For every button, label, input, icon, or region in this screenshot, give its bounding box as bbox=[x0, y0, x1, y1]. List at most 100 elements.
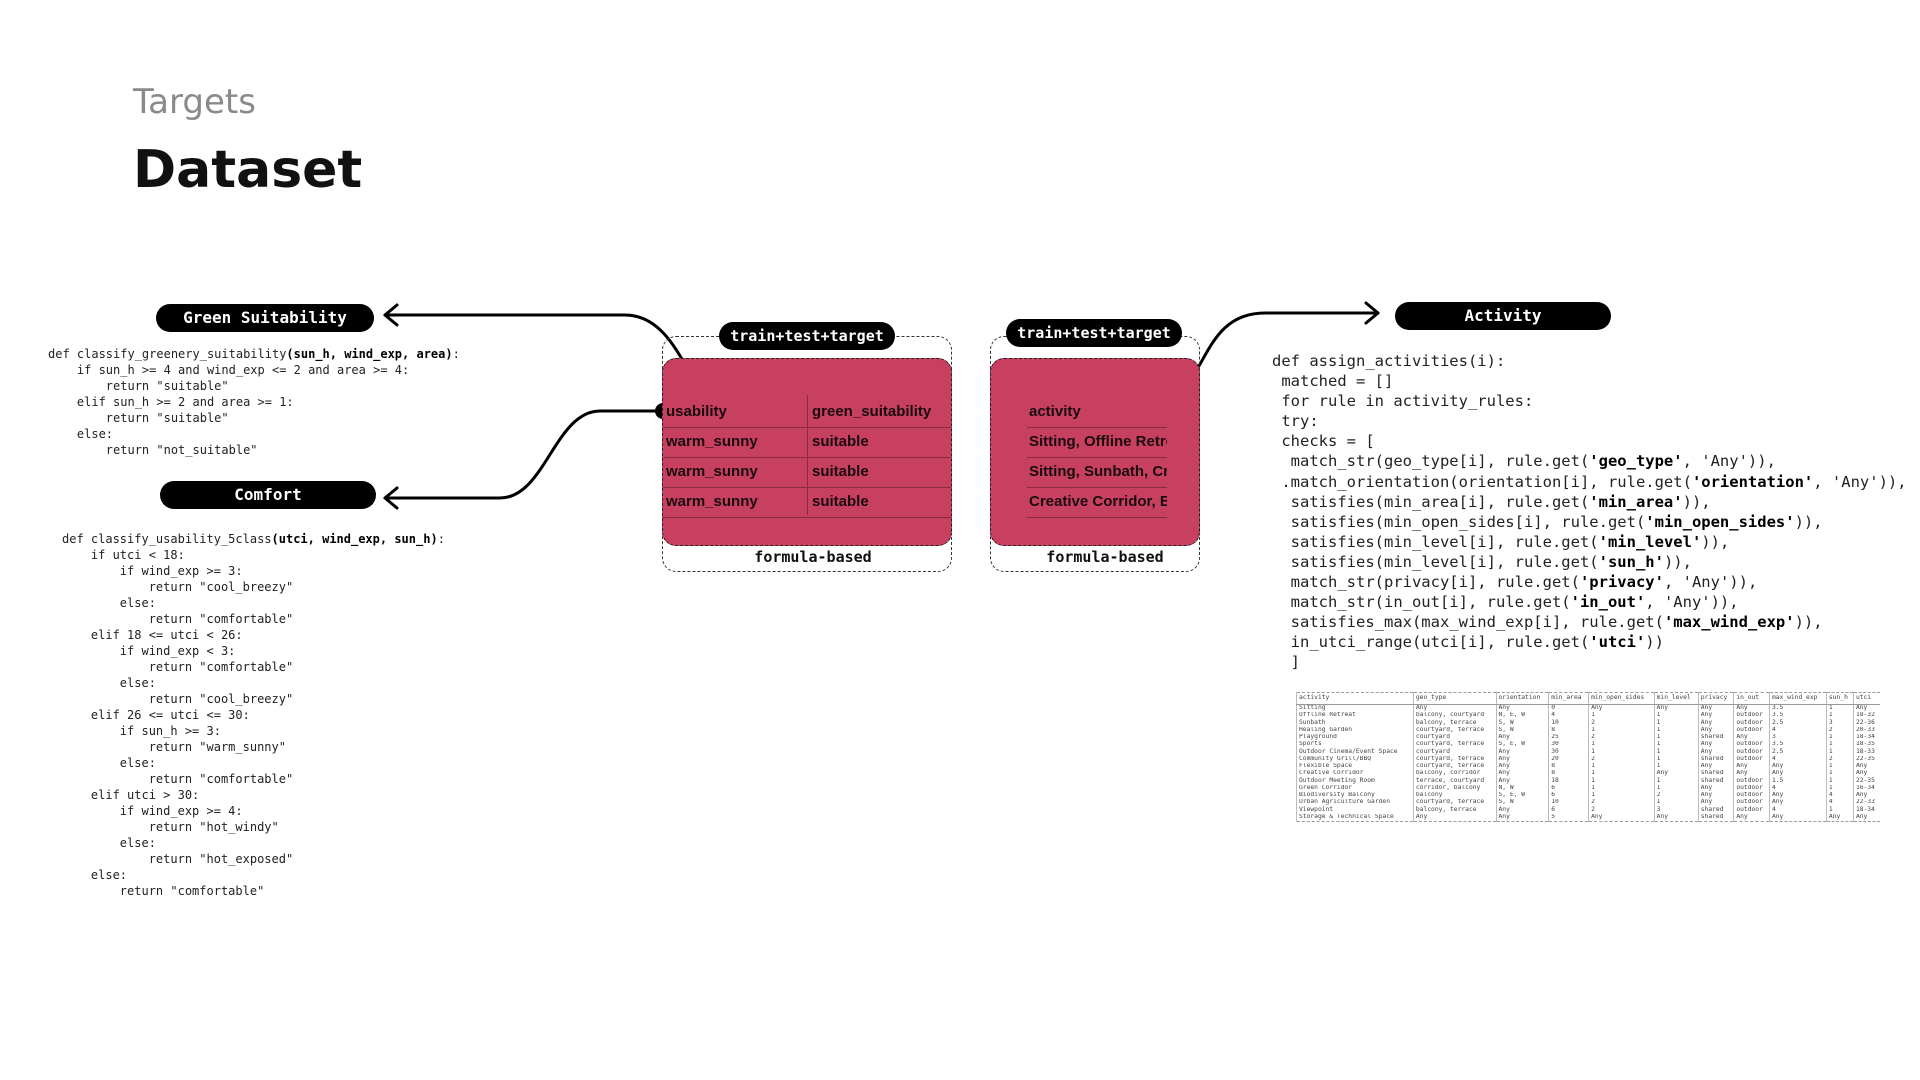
rules-cell: Any bbox=[1697, 704, 1734, 713]
rules-cell: 6 bbox=[1548, 806, 1589, 814]
rules-cell: 16-34 bbox=[1852, 784, 1880, 792]
code-line: return "cool_breezy" bbox=[62, 580, 294, 594]
rules-cell: Any bbox=[1733, 770, 1770, 778]
rules-cell: 5 bbox=[1548, 813, 1589, 822]
rules-header-cell: privacy bbox=[1697, 692, 1734, 705]
code-line: satisfies_max(max_wind_exp[i], rule.get(… bbox=[1272, 613, 1823, 632]
code-line: return "suitable" bbox=[48, 379, 229, 393]
rules-cell: S, W bbox=[1495, 726, 1549, 734]
rules-cell: outdoor bbox=[1733, 726, 1770, 734]
rules-cell: Any bbox=[1697, 741, 1734, 749]
rules-cell: 1 bbox=[1653, 762, 1699, 771]
rules-cell: S, W bbox=[1495, 799, 1549, 807]
rules-cell: courtyard, terrace bbox=[1412, 799, 1497, 807]
rules-cell: 1 bbox=[1588, 770, 1655, 778]
table-row: warm_sunny suitable bbox=[663, 457, 951, 487]
rules-cell: 8 bbox=[1548, 726, 1589, 734]
rules-cell: Any bbox=[1495, 733, 1549, 742]
rules-cell: S, W bbox=[1495, 719, 1549, 727]
rules-cell: shared bbox=[1697, 733, 1734, 742]
rules-cell: 2 bbox=[1653, 791, 1699, 800]
rules-cell: Outdoor Meeting Room bbox=[1296, 777, 1414, 785]
code-line: elif sun_h >= 2 and area >= 1: bbox=[48, 395, 294, 409]
arrowhead-activity bbox=[1364, 301, 1380, 325]
rules-cell: 10 bbox=[1548, 799, 1589, 807]
rules-cell: Any bbox=[1733, 733, 1770, 742]
rules-cell: shared bbox=[1697, 777, 1734, 785]
rules-cell: Any bbox=[1852, 791, 1880, 800]
rules-cell: Any bbox=[1733, 813, 1770, 822]
table1-divider bbox=[663, 427, 951, 428]
code-line: .match_orientation(orientation[i], rule.… bbox=[1272, 472, 1907, 491]
table2-divider bbox=[1027, 487, 1167, 488]
rules-cell: 1 bbox=[1588, 726, 1655, 734]
rules-cell: Any bbox=[1697, 712, 1734, 720]
rules-cell: 1 bbox=[1825, 806, 1854, 814]
rules-cell: Any bbox=[1653, 704, 1699, 713]
rules-cell: Any bbox=[1768, 791, 1827, 800]
code-line: return "hot_windy" bbox=[62, 820, 279, 834]
rules-cell: 20-33 bbox=[1852, 726, 1880, 734]
rules-cell: 4 bbox=[1768, 806, 1827, 814]
rules-cell: Any bbox=[1697, 748, 1734, 756]
code-line: def assign_activities(i): bbox=[1272, 352, 1506, 370]
rules-cell: Any bbox=[1495, 770, 1549, 778]
rules-cell: Any bbox=[1852, 770, 1880, 778]
rules-cell: Any bbox=[1768, 799, 1827, 807]
rules-cell: Any bbox=[1653, 770, 1699, 778]
formula-based-label-2: formula-based bbox=[1032, 548, 1178, 566]
rules-cell: 30 bbox=[1548, 741, 1589, 749]
rules-cell: courtyard bbox=[1412, 748, 1497, 756]
rules-cell: Community Grill/BBQ bbox=[1296, 755, 1414, 763]
rules-cell: 1 bbox=[1825, 733, 1854, 742]
rules-cell: Any bbox=[1697, 726, 1734, 734]
code-line: if sun_h >= 4 and wind_exp <= 2 and area… bbox=[48, 363, 410, 377]
rules-cell: balcony, corridor bbox=[1412, 770, 1497, 778]
rules-cell: Storage & Technical Space bbox=[1296, 813, 1414, 822]
rules-cell: outdoor bbox=[1733, 791, 1770, 800]
rules-cell: Any bbox=[1852, 704, 1880, 713]
rules-cell: 3.5 bbox=[1768, 741, 1827, 749]
rules-cell: 1 bbox=[1588, 762, 1655, 771]
rules-cell: courtyard bbox=[1412, 733, 1497, 742]
code-line: return "comfortable" bbox=[62, 884, 265, 898]
code-line: else: bbox=[62, 868, 128, 882]
rules-cell: 1 bbox=[1653, 712, 1699, 720]
rules-cell: 0 bbox=[1548, 704, 1589, 713]
rules-cell: shared bbox=[1697, 770, 1734, 778]
table1-divider bbox=[663, 517, 951, 518]
table1-header-usability: usability bbox=[666, 403, 727, 420]
code-line: def classify_usability_5class(utci, wind… bbox=[62, 532, 445, 546]
table1-divider bbox=[663, 487, 951, 488]
rules-cell: Healing Garden bbox=[1296, 726, 1414, 734]
table-row: warm_sunny suitable bbox=[663, 487, 951, 517]
rules-cell: terrace, courtyard bbox=[1412, 777, 1497, 785]
rules-cell: 1 bbox=[1653, 733, 1699, 742]
code-line: match_str(geo_type[i], rule.get('geo_typ… bbox=[1272, 452, 1776, 471]
rules-cell: 18-35 bbox=[1852, 741, 1880, 749]
code-line: else: bbox=[62, 836, 156, 850]
rules-cell: 22-33 bbox=[1852, 799, 1880, 807]
rules-cell: courtyard, terrace bbox=[1412, 741, 1497, 749]
rules-cell: Any bbox=[1852, 813, 1880, 822]
code-line: return "warm_sunny" bbox=[62, 740, 286, 754]
table-row: Sitting, Offline Retre bbox=[991, 427, 1199, 457]
rules-cell: 18 bbox=[1548, 777, 1589, 785]
rules-cell: 3 bbox=[1653, 806, 1699, 814]
table1-cell: suitable bbox=[812, 493, 869, 510]
rules-cell: Any bbox=[1588, 813, 1655, 822]
connector-comfort bbox=[383, 409, 665, 500]
rules-cell: 18-33 bbox=[1852, 748, 1880, 756]
rules-cell: Any bbox=[1852, 762, 1880, 771]
rules-cell: 1 bbox=[1588, 777, 1655, 785]
code-line: return "comfortable" bbox=[62, 612, 294, 626]
rules-cell: 1 bbox=[1588, 748, 1655, 756]
rules-cell: S, E, W bbox=[1495, 791, 1549, 800]
rules-cell: 3 bbox=[1768, 733, 1827, 742]
rules-cell: 3.5 bbox=[1768, 712, 1827, 720]
